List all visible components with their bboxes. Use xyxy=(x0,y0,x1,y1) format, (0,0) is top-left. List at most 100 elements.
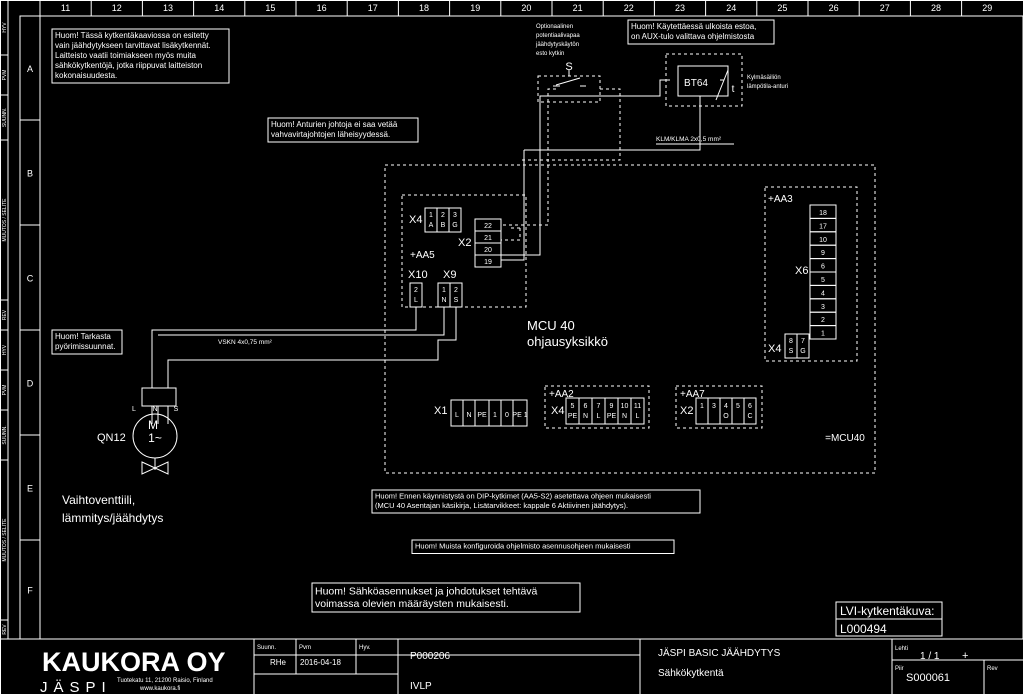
aa7-x2-terminal xyxy=(695,397,709,425)
terminal-number: 1 xyxy=(493,412,497,419)
terminal-number: 9 xyxy=(610,403,614,410)
revision-strip-label: REV xyxy=(2,309,8,320)
valve-terminal-block xyxy=(141,387,177,407)
motor-phase: 1~ xyxy=(148,431,162,445)
terminal-letter: S xyxy=(789,348,794,355)
terminal-letter: PE xyxy=(568,413,578,420)
x1-terminal xyxy=(512,399,528,427)
note-rotation xyxy=(51,329,123,355)
valve-wire xyxy=(151,307,417,388)
column-number: 26 xyxy=(829,3,839,13)
column-number: 19 xyxy=(470,3,480,13)
suunn-header: Suunn. xyxy=(257,645,276,651)
revision-strip-label: PVM xyxy=(2,385,8,396)
sensor-wire xyxy=(524,96,701,151)
drawing-subtitle: Sähkökytkentä xyxy=(658,668,724,679)
valve-id: QN12 xyxy=(97,432,126,444)
terminal-number: 6 xyxy=(584,403,588,410)
pvm-header: Pvm xyxy=(299,645,311,651)
valve-terminal: S xyxy=(174,406,179,413)
terminal-number: 6 xyxy=(821,264,825,271)
terminal-number: 1 xyxy=(429,212,433,219)
aa3-x6-terminal xyxy=(809,325,837,340)
note-external-block xyxy=(627,19,775,45)
terminal-number: 7 xyxy=(597,403,601,410)
revision-strip-label: PVM xyxy=(2,70,8,81)
terminal-number: 3 xyxy=(712,403,716,410)
date: 2016-04-18 xyxy=(300,658,341,667)
terminal-number: 7 xyxy=(801,338,805,345)
terminal-number: 11 xyxy=(634,403,641,410)
aa7-x2-terminal xyxy=(719,397,733,425)
aa5-x4-terminal xyxy=(448,207,462,233)
row-letter: B xyxy=(27,169,33,179)
note-sensors-text: Huom! Anturien johtoja ei saa vetää xyxy=(271,120,398,129)
row-letter: F xyxy=(27,586,33,596)
revision-strip-label: HYV xyxy=(2,22,8,33)
aa5-x2-terminal xyxy=(474,254,502,268)
terminal-number: 1 xyxy=(700,403,704,410)
row-letter: D xyxy=(27,379,34,389)
company-web: www.kaukora.fi xyxy=(139,686,180,692)
piir-header: Piir xyxy=(895,666,904,672)
note-rotation-text: pyörimissuunnat. xyxy=(55,342,115,351)
aa7-x2-terminal xyxy=(743,397,757,425)
terminal-letter: N xyxy=(622,413,627,420)
row-letter: A xyxy=(27,64,33,74)
sheet-number: 1 / 1 xyxy=(920,651,940,662)
column-number: 17 xyxy=(368,3,378,13)
note-top-left xyxy=(51,28,230,84)
ivlp-code: IVLP xyxy=(410,681,432,692)
terminal-number: 22 xyxy=(484,223,492,230)
aa3-x6-label: X6 xyxy=(795,265,808,277)
terminal-number: 17 xyxy=(819,223,827,230)
switch-description: Optionaalinen xyxy=(536,24,573,30)
column-number: 12 xyxy=(112,3,122,13)
terminal-number: 21 xyxy=(484,235,492,242)
aa2-board xyxy=(544,385,650,429)
revision-strip-label: REV xyxy=(2,624,8,635)
terminal-number: PE xyxy=(477,412,487,419)
rev-header: Rev xyxy=(987,666,998,672)
terminal-number: 3 xyxy=(821,304,825,311)
valve-description: Vaihtoventtiili, xyxy=(62,493,135,507)
sensor-wire xyxy=(501,150,525,261)
note-top-left-text: vain jäähdytykseen tarvittavat lisäkytke… xyxy=(55,41,211,50)
column-number: 11 xyxy=(61,3,70,13)
terminal-number: 2 xyxy=(454,287,458,294)
note-configure xyxy=(411,539,675,554)
lehti-header: Lehti xyxy=(895,646,908,652)
x1-label: X1 xyxy=(434,405,447,417)
terminal-number: 20 xyxy=(484,247,492,254)
company-logo: KAUKORA OY xyxy=(42,647,226,677)
revision-strip-label: SUUNN. xyxy=(2,425,8,444)
terminal-letter: S xyxy=(454,297,459,304)
note-installation xyxy=(311,582,581,613)
mcu-title: MCU 40 xyxy=(527,318,575,333)
column-number: 22 xyxy=(624,3,634,13)
terminal-letter: C xyxy=(747,413,752,420)
sheet-plus: + xyxy=(962,650,968,662)
terminal-number: 5 xyxy=(571,403,575,410)
column-number: 13 xyxy=(163,3,173,13)
aa7-board xyxy=(675,385,763,429)
note-rotation-text: Huom! Tarkasta xyxy=(55,332,111,341)
revision-strip-label: MUUTOS / SELITE xyxy=(2,198,8,242)
column-number: 21 xyxy=(573,3,583,13)
terminal-letter: L xyxy=(636,413,640,420)
column-number: 20 xyxy=(521,3,531,13)
terminal-number: 5 xyxy=(736,403,740,410)
terminal-letter: L xyxy=(414,297,418,304)
mcu-title: ohjausyksikkö xyxy=(527,334,608,349)
valve-wire xyxy=(167,307,457,388)
note-sensors xyxy=(267,117,419,143)
aa2-x4-terminal xyxy=(604,397,619,425)
column-number: 16 xyxy=(317,3,327,13)
terminal-letter: N xyxy=(583,413,588,420)
terminal-letter: G xyxy=(452,222,457,229)
revision-strip-label: SUUNN. xyxy=(2,108,8,127)
aa7-label: +AA7 xyxy=(680,389,705,400)
aa2-x4-terminal xyxy=(578,397,593,425)
motor-m: M xyxy=(148,418,158,432)
terminal-letter: O xyxy=(723,413,729,420)
